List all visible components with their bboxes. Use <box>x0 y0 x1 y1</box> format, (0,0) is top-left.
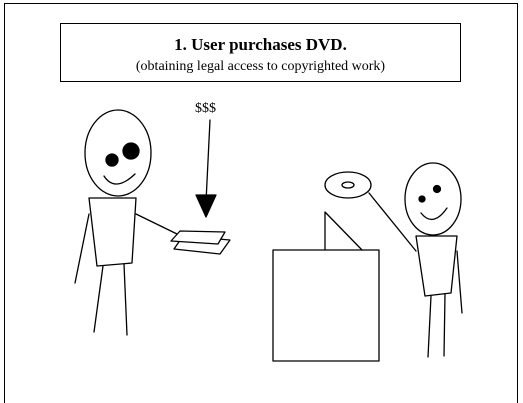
seller-figure <box>368 162 463 358</box>
money-label: $$$ <box>195 101 216 116</box>
panel-subtitle: (obtaining legal access to copyrighted w… <box>135 59 386 74</box>
money-bill-top <box>170 230 226 245</box>
payment-arrow <box>195 119 217 218</box>
seller-left-eye <box>418 195 426 203</box>
buyer-left-leg <box>93 265 104 333</box>
seller-left-leg <box>427 295 432 358</box>
buyer-right-arm <box>135 213 178 235</box>
buyer-left-arm <box>74 213 90 284</box>
payment-arrow-shaft <box>205 119 211 203</box>
seller-raised-arm <box>368 192 417 252</box>
seller-smile <box>420 207 448 220</box>
caption-box: 1. User purchases DVD. (obtaining legal … <box>60 23 461 82</box>
seller-head <box>404 162 462 236</box>
dvd-outer <box>324 171 372 199</box>
seller-right-eye <box>432 184 442 194</box>
seller-torso <box>415 235 458 297</box>
buyer-smile <box>103 173 136 185</box>
buyer-figure <box>74 109 178 336</box>
buyer-right-eye <box>122 142 140 160</box>
money-bills <box>170 230 231 255</box>
buyer-head <box>84 109 152 197</box>
panel-frame <box>4 3 518 403</box>
register-wedge <box>324 211 363 251</box>
seller-right-arm <box>456 250 463 314</box>
payment-arrow-head <box>195 194 217 218</box>
buyer-torso <box>88 197 137 267</box>
seller-right-leg <box>443 293 446 357</box>
counter-box <box>272 249 380 362</box>
sales-counter <box>272 211 380 362</box>
panel-title: 1. User purchases DVD. <box>174 35 347 54</box>
buyer-right-leg <box>123 263 128 336</box>
buyer-left-eye <box>105 153 119 167</box>
dvd-disc <box>324 171 372 199</box>
dvd-hole <box>341 181 355 189</box>
